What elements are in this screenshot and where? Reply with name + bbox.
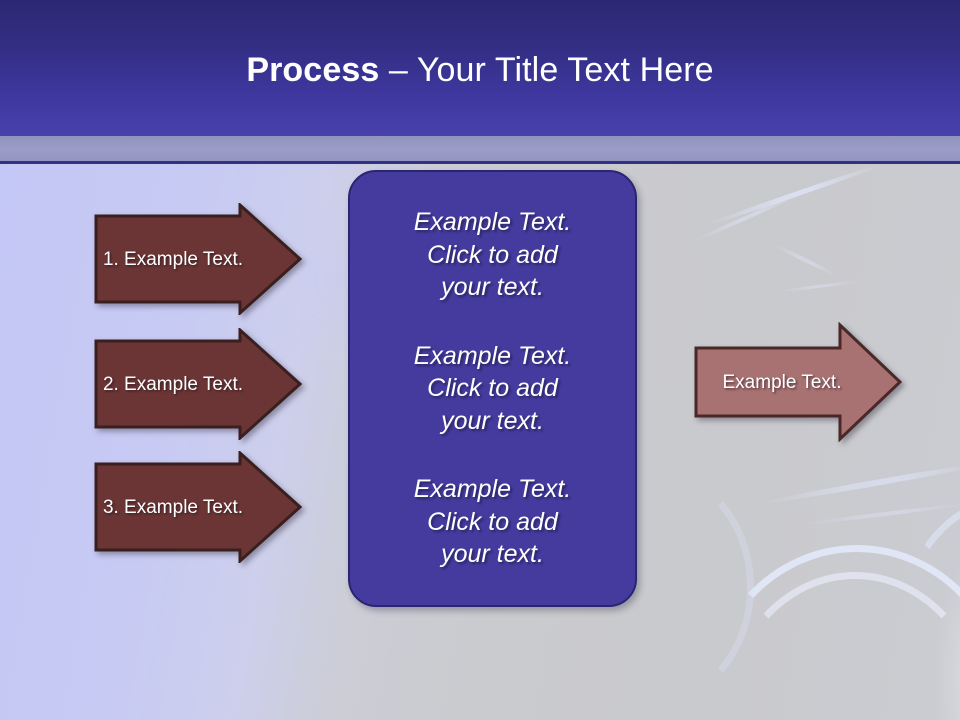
slide-header: Process – Your Title Text Here [0,0,960,136]
header-accent-rule [0,161,960,164]
center-panel-text-block-3: Example Text. Click to add your text. [413,475,572,569]
page-title-strong: Process [246,50,380,89]
process-step-arrow-1[interactable]: 1. Example Text. [94,203,302,315]
arrow-right-shape-icon [694,322,902,442]
center-panel-text-block-2: Example Text. Click to add your text. [413,341,572,435]
arrow-right-shape-icon [94,203,302,315]
arrow-right-shape-icon [94,451,302,563]
process-output-arrow[interactable]: Example Text. [694,322,902,442]
center-panel-text-block-1: Example Text. Click to add your text. [413,208,572,302]
center-content-panel[interactable]: Example Text. Click to add your text. Ex… [348,170,637,607]
process-step-arrow-2[interactable]: 2. Example Text. [94,328,302,440]
page-title: Process – Your Title Text Here [246,47,713,90]
page-title-rest: – Your Title Text Here [379,50,714,89]
header-accent-band [0,136,960,161]
arrow-right-shape-icon [94,328,302,440]
process-step-arrow-3[interactable]: 3. Example Text. [94,451,302,563]
